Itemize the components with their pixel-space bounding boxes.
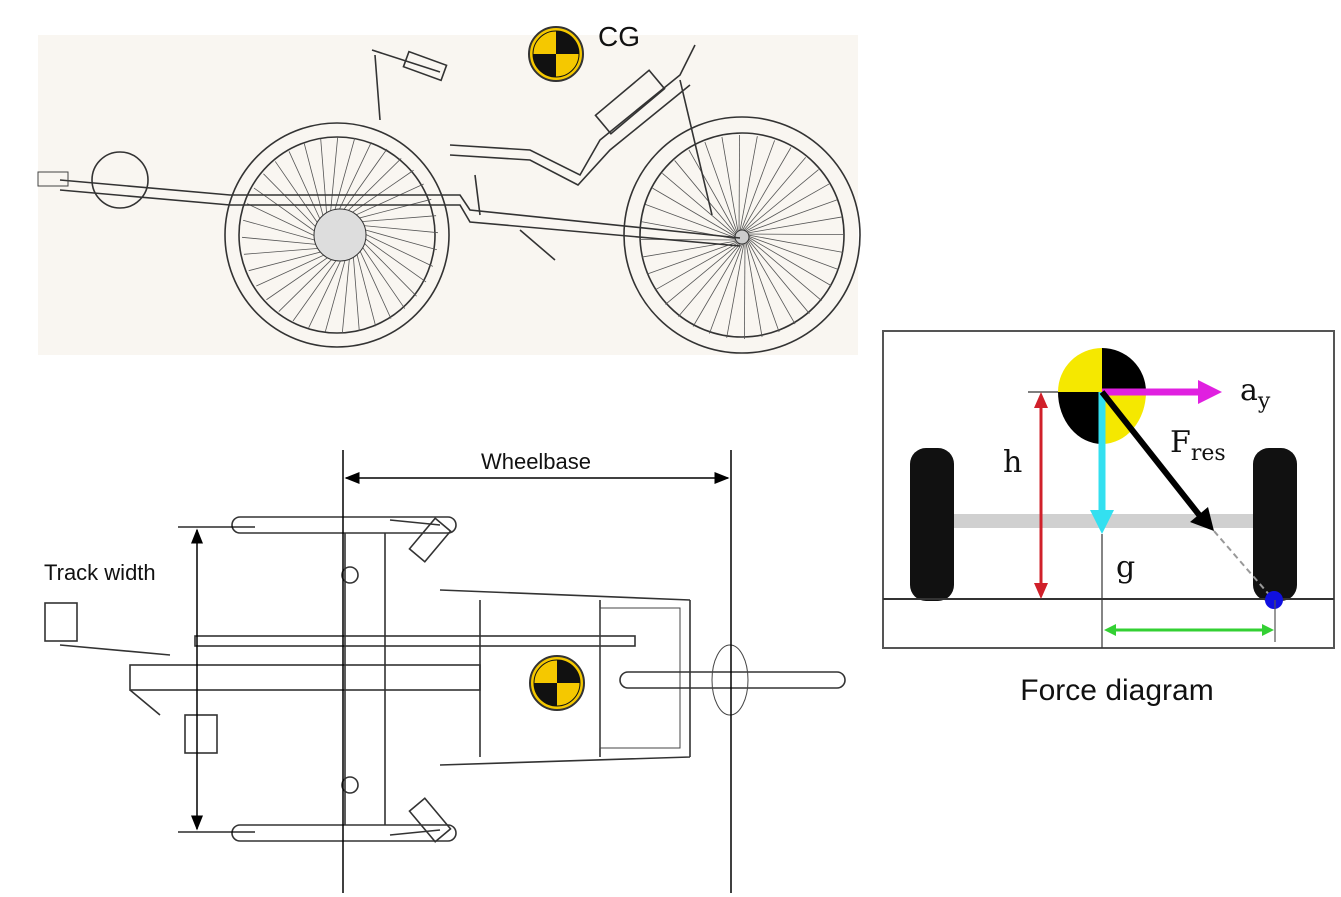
wheel-spoke xyxy=(652,187,737,238)
wheel-spoke xyxy=(747,237,822,302)
side-frame xyxy=(37,44,741,261)
wheel-spoke xyxy=(744,183,830,233)
resultant-force-arrow xyxy=(1099,390,1203,518)
wheel-spoke xyxy=(243,247,325,255)
wheel-spoke xyxy=(654,241,740,291)
h-label: h xyxy=(1003,445,1022,480)
wheel-spoke xyxy=(740,140,775,232)
force-diagram: h g ay Fres Force diagram xyxy=(882,330,1335,707)
wheel-spoke xyxy=(359,231,434,267)
wheel-spoke xyxy=(359,234,427,283)
wheel-spoke xyxy=(745,241,763,338)
wheel-spoke xyxy=(278,254,337,312)
top-view: Wheelbase Track width xyxy=(44,449,846,893)
wheel-spoke xyxy=(692,242,743,327)
wheel-spoke xyxy=(677,242,742,317)
wheel-spoke xyxy=(640,239,737,241)
wheel-spoke xyxy=(745,199,838,233)
wheel-spoke xyxy=(346,169,414,217)
wheel-spoke xyxy=(324,253,348,332)
force-diagram-caption: Force diagram xyxy=(1020,674,1213,707)
wheel-spoke xyxy=(253,187,321,236)
wheel-spoke xyxy=(665,242,741,305)
wheel-spoke xyxy=(357,224,439,234)
side-view: CG xyxy=(37,21,861,355)
wheel-spoke xyxy=(343,158,402,216)
wheel-spoke xyxy=(332,138,356,217)
wheel-spoke xyxy=(747,236,832,287)
wheel-spoke xyxy=(738,135,740,232)
wheel-spoke xyxy=(704,141,738,234)
wheel-spoke xyxy=(358,241,406,309)
wheel-spoke xyxy=(320,138,328,220)
top-left-wheel xyxy=(231,516,457,534)
wheel-spoke xyxy=(746,239,796,325)
track-width-label: Track width xyxy=(44,560,156,585)
wheel-spoke xyxy=(256,251,331,287)
top-right-wheel xyxy=(231,824,457,842)
wheelbase-label: Wheelbase xyxy=(481,449,591,474)
wheel-spoke xyxy=(743,169,819,232)
wheel-spoke xyxy=(336,141,372,216)
wheel-spoke xyxy=(303,143,326,223)
wheel-spoke xyxy=(246,203,321,239)
wheel-spoke xyxy=(744,242,746,339)
wheel-spoke xyxy=(288,151,324,226)
wheel-spoke xyxy=(263,173,321,232)
wheel-spoke xyxy=(746,240,780,333)
resultant-extension xyxy=(1213,530,1273,599)
wheel-spoke xyxy=(292,254,341,322)
ay-label: ay xyxy=(1240,373,1271,414)
fres-label: Fres xyxy=(1170,425,1226,466)
wheel-spoke xyxy=(662,172,737,237)
wheel-spoke xyxy=(721,136,739,233)
wheel-spoke xyxy=(243,219,322,243)
top-frame xyxy=(44,516,846,843)
wheel-spoke xyxy=(308,254,344,329)
wheel-spoke xyxy=(248,249,328,272)
wheel-spoke xyxy=(356,244,392,319)
g-label: g xyxy=(1116,550,1135,585)
wheel-spoke xyxy=(358,227,437,251)
wheel-spoke xyxy=(645,204,737,239)
left-tire xyxy=(910,448,954,601)
wheel-spoke xyxy=(349,183,424,219)
wheel-spoke xyxy=(359,238,417,297)
wheel-spoke xyxy=(726,242,745,338)
contact-point xyxy=(1265,591,1283,609)
wheel-spoke xyxy=(747,233,844,235)
wheel-spoke xyxy=(355,215,437,223)
wheel-spoke xyxy=(747,238,810,314)
wheel-spoke xyxy=(741,147,792,232)
wheel-spoke xyxy=(352,198,432,221)
wheel-spoke xyxy=(688,149,738,235)
wheel-spoke xyxy=(747,234,843,253)
right-tire xyxy=(1253,448,1297,601)
wheel-spoke xyxy=(241,236,323,246)
wheel-spoke xyxy=(341,252,351,334)
wheel-spoke xyxy=(352,250,360,332)
wheel-spoke xyxy=(674,160,737,236)
rear-wheel xyxy=(224,122,450,348)
cg-symbol-top xyxy=(529,655,585,711)
wheel-spoke xyxy=(354,247,377,327)
wheel-spoke xyxy=(339,148,388,216)
wheel-spoke xyxy=(747,235,839,270)
wheel-spoke xyxy=(746,216,843,234)
wheel-spoke xyxy=(739,136,758,232)
cg-symbol-side xyxy=(528,26,584,82)
wheel-spoke xyxy=(646,241,739,275)
wheel-spoke xyxy=(742,157,807,232)
wheel-spoke xyxy=(266,253,334,301)
cg-label: CG xyxy=(598,21,640,52)
wheel-spoke xyxy=(709,242,744,334)
